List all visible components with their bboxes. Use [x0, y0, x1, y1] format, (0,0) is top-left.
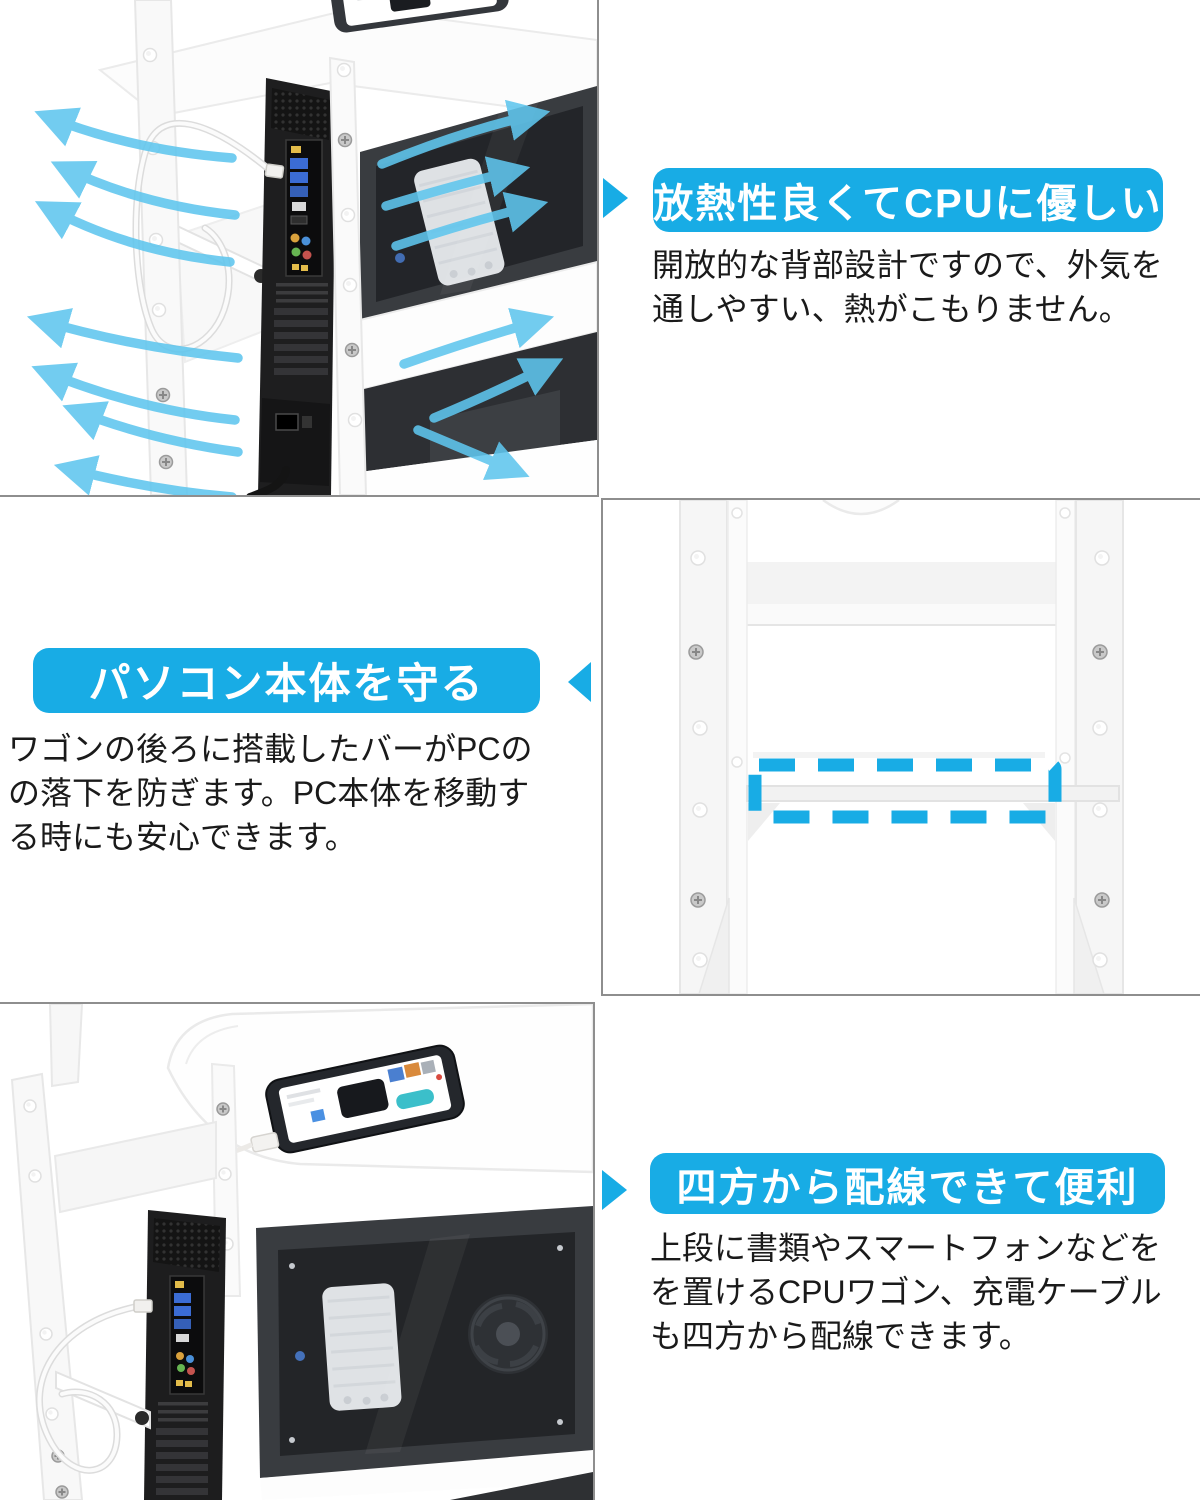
heading-text-heat: 放熱性良くてCPUに優しい	[653, 182, 1163, 226]
heat-airflow-illustration	[26, 0, 597, 495]
heading-pill-heat: 放熱性良くてCPUに優しい	[653, 168, 1163, 232]
body-protect: ワゴンの後ろに搭載したバーがPCの の落下を防ぎます。PC本体を移動す る時にも…	[8, 727, 532, 859]
top-shelf-illustration	[10, 1004, 593, 1500]
case-fan	[468, 1294, 548, 1374]
power-cable	[246, 466, 290, 495]
airflow-arrows	[26, 99, 564, 495]
body-line: る時にも安心できます。	[8, 819, 357, 855]
wagon-rear-frame	[679, 500, 1124, 994]
pc-side-window	[256, 1206, 593, 1500]
photo-top-shelf-phone	[0, 1002, 595, 1500]
pc-tower-back	[246, 78, 336, 495]
smartphone-top-sliver	[330, 0, 509, 33]
pc-tower-back	[144, 1210, 226, 1500]
pointer-left-icon	[568, 662, 591, 702]
rear-frame-illustration	[679, 500, 1124, 994]
heading-pill-wiring: 四方から配線できて便利	[650, 1153, 1165, 1214]
body-line: 開放的な背部設計ですので、外気を	[652, 247, 1163, 283]
heading-pill-protect: パソコン本体を守る	[33, 648, 540, 713]
body-line: 通しやすい、熱がこもりません。	[652, 291, 1131, 327]
body-line: も四方から配線できます。	[650, 1318, 1031, 1354]
body-heat: 開放的な背部設計ですので、外気を 通しやすい、熱がこもりません。	[652, 243, 1163, 331]
middle-shelf	[175, 203, 267, 364]
smartphone	[186, 1044, 465, 1157]
body-line: の落下を防ぎます。PC本体を移動す	[8, 775, 530, 811]
body-line: を置けるCPUワゴン、充電ケーブル	[650, 1274, 1162, 1310]
pc-side-window	[359, 86, 597, 495]
middle-shelf	[53, 1120, 217, 1214]
body-line: 上段に書類やスマートフォンなどを	[650, 1230, 1162, 1266]
heading-text-protect: パソコン本体を守る	[88, 660, 485, 707]
usb-cable	[132, 119, 285, 353]
pointer-right-icon	[602, 1170, 627, 1210]
body-line: ワゴンの後ろに搭載したバーがPCの	[8, 731, 533, 767]
upper-leg	[48, 1004, 84, 1088]
pointer-right-icon	[603, 178, 628, 218]
body-wiring: 上段に書類やスマートフォンなどを を置けるCPUワゴン、充電ケーブル も四方から…	[650, 1226, 1162, 1358]
cpu-cooler	[322, 1283, 402, 1411]
bar-highlight-dashes	[748, 758, 1062, 824]
anti-fall-bar	[746, 785, 1120, 802]
rear-leg	[328, 56, 368, 495]
heading-text-wiring: 四方から配線できて便利	[676, 1165, 1139, 1210]
handle-cutout	[822, 500, 900, 516]
photo-rear-frame-bar	[601, 498, 1200, 996]
photo-heat-airflow	[0, 0, 599, 497]
usb-cable	[35, 1299, 153, 1474]
